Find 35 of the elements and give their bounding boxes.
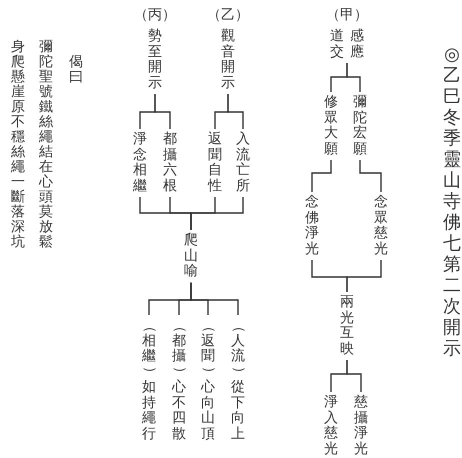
node-label: 爬山喻 (183, 230, 199, 282)
node-label: 淨念相繼 (132, 129, 148, 197)
node-label: 淨入慈光 (323, 392, 339, 458)
bracket-line (139, 197, 192, 230)
node-label: 觀音開示 (220, 29, 236, 91)
node-label: （人流）從下向上 (230, 315, 246, 445)
verse-line: 彌陀聖號鐵絲繩結在心頭莫放鬆 (38, 40, 54, 250)
node-label: 念佛淨光 (304, 192, 320, 260)
bracket-line (330, 360, 348, 392)
node-label: 修眾大願 (323, 92, 339, 160)
bracket-line (359, 160, 382, 192)
bracket-line (311, 260, 348, 292)
section-heading: （乙） (207, 7, 249, 23)
node-label: 感應道交 (329, 29, 365, 60)
section-heading: （甲） (326, 7, 368, 23)
bracket-line (311, 160, 332, 192)
node-label: （都攝）心不四散 (171, 315, 187, 445)
node-label: （返聞）心向山頂 (200, 315, 216, 445)
bracket-line (214, 94, 229, 129)
node-label: 勢至開示 (147, 29, 163, 91)
node-label: 都攝六根 (162, 129, 178, 197)
node-label: 慈攝淨光 (353, 392, 369, 458)
node-label: 念眾慈光 (373, 192, 389, 260)
verse-heading: 偈曰 (68, 55, 84, 85)
node-label: 返聞自性 (207, 129, 223, 197)
bracket-line (330, 63, 348, 92)
node-label: 入流亡所 (235, 129, 251, 197)
node-label: （相繼）如持繩行 (141, 315, 157, 445)
bracket-line (148, 282, 192, 315)
title: ◎乙巳冬季靈山寺佛七第二次開示 (442, 44, 462, 359)
bracket-line (139, 94, 156, 129)
verse-line: 身爬懸崖原不穩絲繩一斷落深坑 (10, 40, 26, 250)
node-label: 兩光互映 (339, 292, 355, 360)
node-label: 彌陀宏願 (352, 92, 368, 160)
section-heading: （丙） (134, 7, 176, 23)
